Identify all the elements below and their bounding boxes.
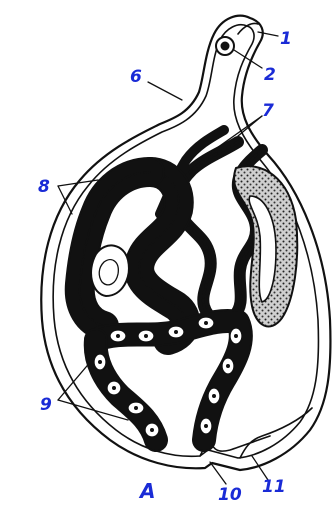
label-10: 10: [218, 485, 242, 505]
label-6: 6: [130, 67, 142, 87]
anal-duct: [240, 408, 312, 458]
label-2: 2: [264, 65, 276, 85]
label-1: 1: [280, 29, 292, 49]
label-7: 7: [262, 101, 274, 121]
egg-cell-chain: [94, 317, 242, 440]
cellular-coil: [80, 172, 185, 340]
panel-label: A: [138, 479, 155, 503]
label-11: 11: [262, 477, 286, 497]
label-8: 8: [38, 177, 50, 197]
label-9: 9: [40, 395, 52, 415]
